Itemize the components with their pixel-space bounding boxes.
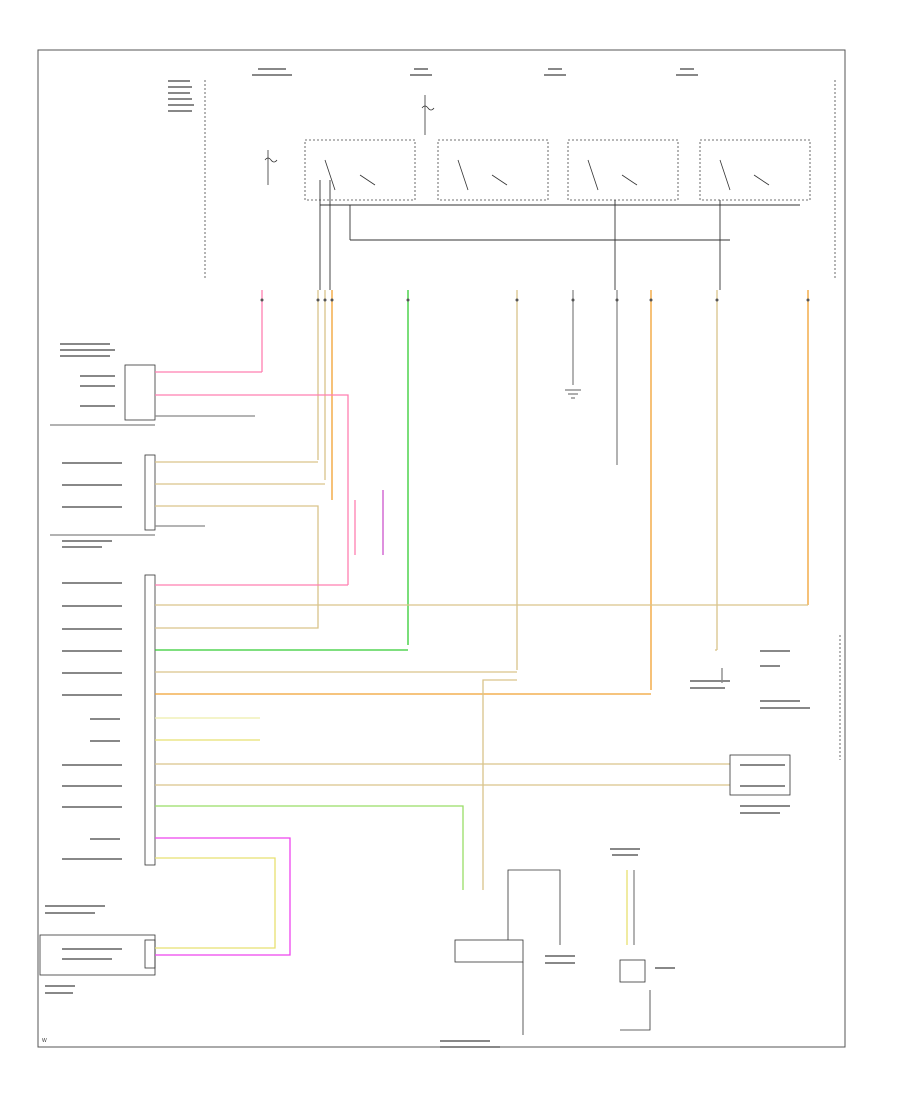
module-bottom xyxy=(39,905,156,994)
horizontal-wires xyxy=(155,371,808,956)
relay-boxes xyxy=(304,139,811,201)
ground-symbol xyxy=(565,389,581,399)
right-connectors xyxy=(690,635,841,814)
power-source-labels xyxy=(168,68,698,112)
relay-bus xyxy=(319,180,800,290)
bottom-right-component xyxy=(610,848,675,1031)
vertical-wires xyxy=(261,290,809,690)
bottom-center-connector xyxy=(440,869,575,1048)
module-top xyxy=(50,343,156,426)
module-upper xyxy=(50,454,156,548)
fuse-symbols xyxy=(264,95,435,185)
diagram-frame xyxy=(37,49,846,1048)
diagram-code: W xyxy=(42,1038,47,1044)
connector-markers xyxy=(260,298,810,302)
module-main xyxy=(62,574,156,866)
